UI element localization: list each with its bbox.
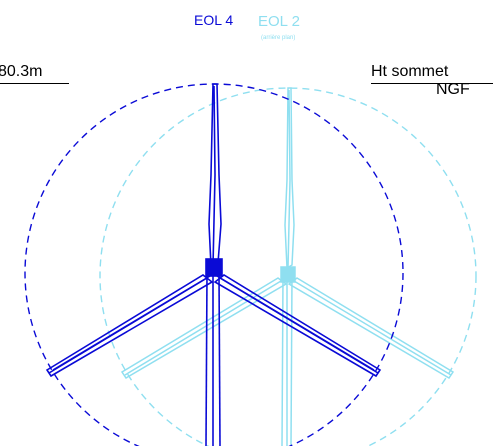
turbine-eol2-background-note: (arrière plan) <box>261 35 296 41</box>
summit-height-label: Ht sommet <box>371 63 449 80</box>
height-label-left-underline <box>0 83 69 84</box>
turbine-eol2-label: EOL 2 <box>258 13 300 30</box>
eol4-nacelle-hub <box>205 258 223 277</box>
eol4-blade-left <box>45 274 214 378</box>
turbine-eol4-foreground <box>24 83 404 446</box>
turbine-eol2-background <box>99 87 477 446</box>
eol4-blade-right <box>213 274 382 378</box>
ngf-label: NGF <box>436 81 470 98</box>
eol2-rotor-swept-circle <box>99 87 477 446</box>
eol2-nacelle-hub <box>280 266 296 283</box>
eol2-blade-left <box>120 277 288 380</box>
eol4-tower <box>205 273 221 446</box>
height-label-left: 80.3m <box>0 63 43 80</box>
eol2-blade-top <box>284 87 295 270</box>
eol2-blade-right <box>287 277 455 380</box>
eol4-blade-top <box>208 83 222 268</box>
eol2-tower <box>281 275 293 446</box>
summit-height-label-underline <box>371 83 493 84</box>
turbine-eol4-label: EOL 4 <box>194 12 234 28</box>
